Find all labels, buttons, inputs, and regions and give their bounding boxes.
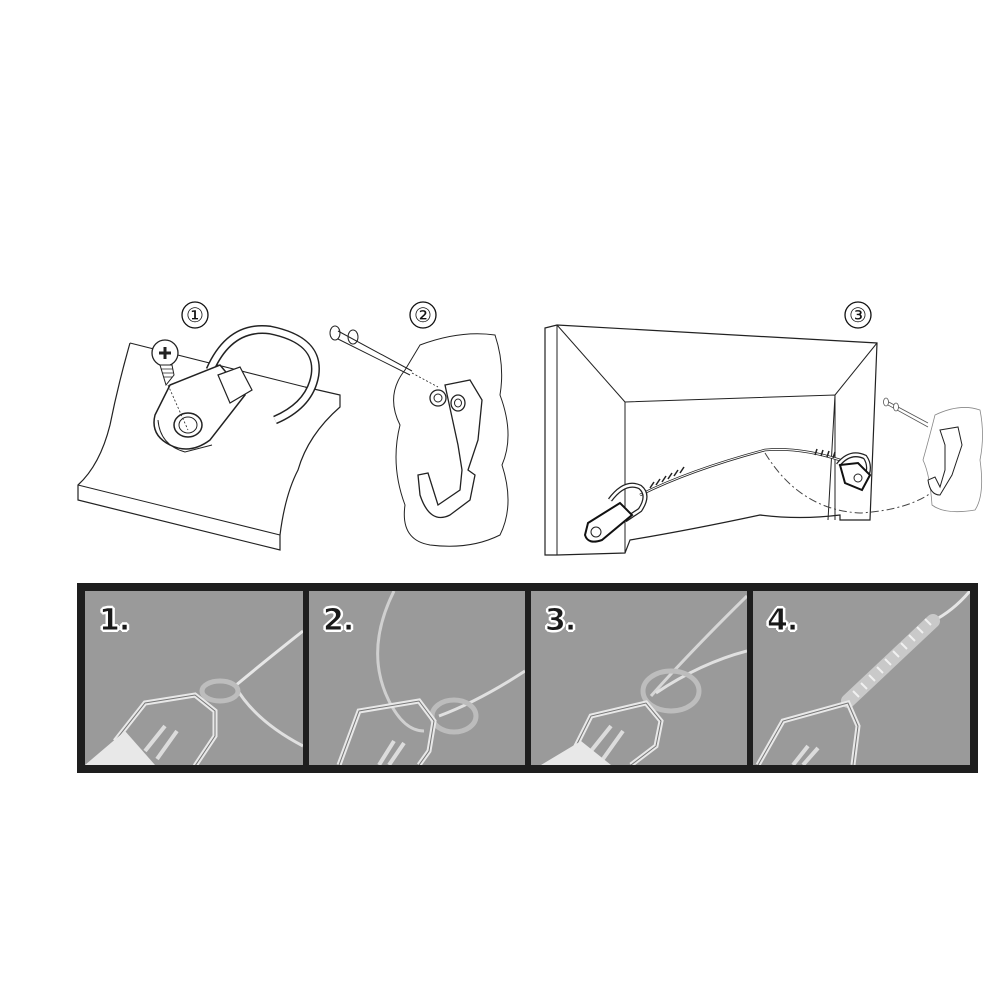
photo-panel-1: 1. [85,591,303,765]
photo-panel-4: 4. [753,591,970,765]
illustration-step-3: ③ [540,295,990,570]
step-number-2: 2. [322,603,354,639]
wall-hook-drawing: ② [329,301,509,547]
frame-wire-hanging-drawing: ③ [544,301,983,556]
step-number-3: 3. [544,603,576,639]
step-number-1: 1. [98,603,130,639]
wire-twist-finished-photo [755,591,970,765]
photo-panel-3: 3. [531,591,747,765]
illustration-step-1: ① [70,295,350,560]
step-1-label: ① [186,303,204,327]
step-3-label: ③ [849,303,867,327]
wire-loop-back-photo [336,591,525,765]
photo-panel-2: 2. [309,591,525,765]
wire-tying-photo-strip: 1. 2. 3. [77,583,978,773]
step-2-label: ② [414,303,432,327]
step-number-4: 4. [766,603,798,639]
wire-through-loop-photo [541,594,747,765]
wire-through-ring-photo [85,629,303,765]
illustration-step-2: ② [320,295,530,560]
d-ring-screw-drawing: ① [77,301,341,551]
